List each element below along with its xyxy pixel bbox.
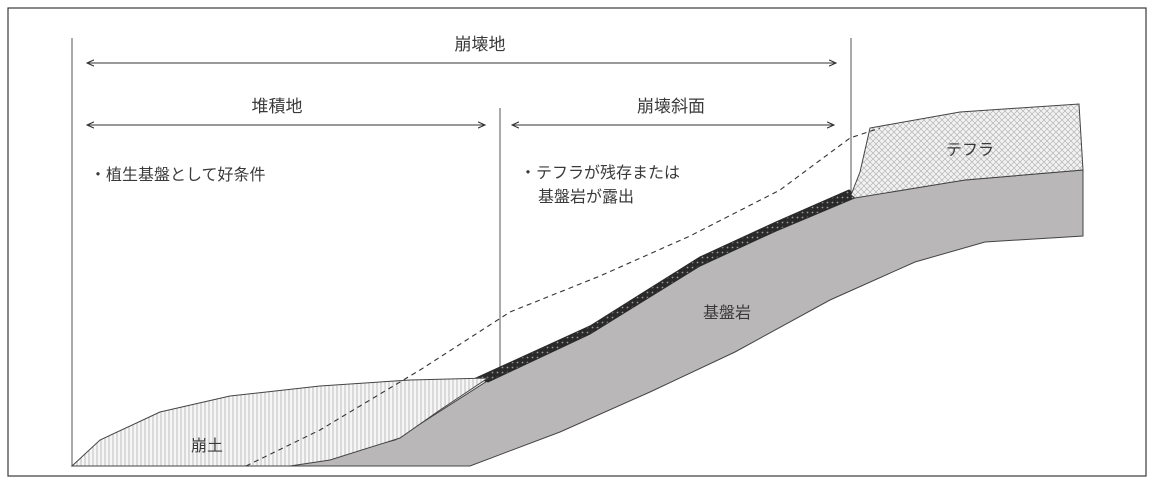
slope-note-line2: 基盤岩が露出 — [538, 187, 634, 206]
collapse-slope-label: 崩壊斜面 — [637, 97, 705, 117]
outer-border — [7, 7, 1147, 477]
tephra-layer — [850, 103, 1084, 199]
colluvium-deposit — [70, 377, 490, 467]
bedrock-label: 基盤岩 — [703, 303, 751, 322]
collapse-area-label: 崩壊地 — [455, 35, 506, 55]
deposition-area-label: 堆積地 — [252, 97, 303, 117]
slope-note-line1: ・テフラが残存または — [520, 163, 680, 182]
tephra-label: テフラ — [946, 140, 994, 159]
colluvium-label: 崩土 — [191, 436, 223, 455]
deposition-note: ・植生基盤として好条件 — [90, 165, 266, 184]
original-surface-dashed-line — [245, 127, 881, 467]
